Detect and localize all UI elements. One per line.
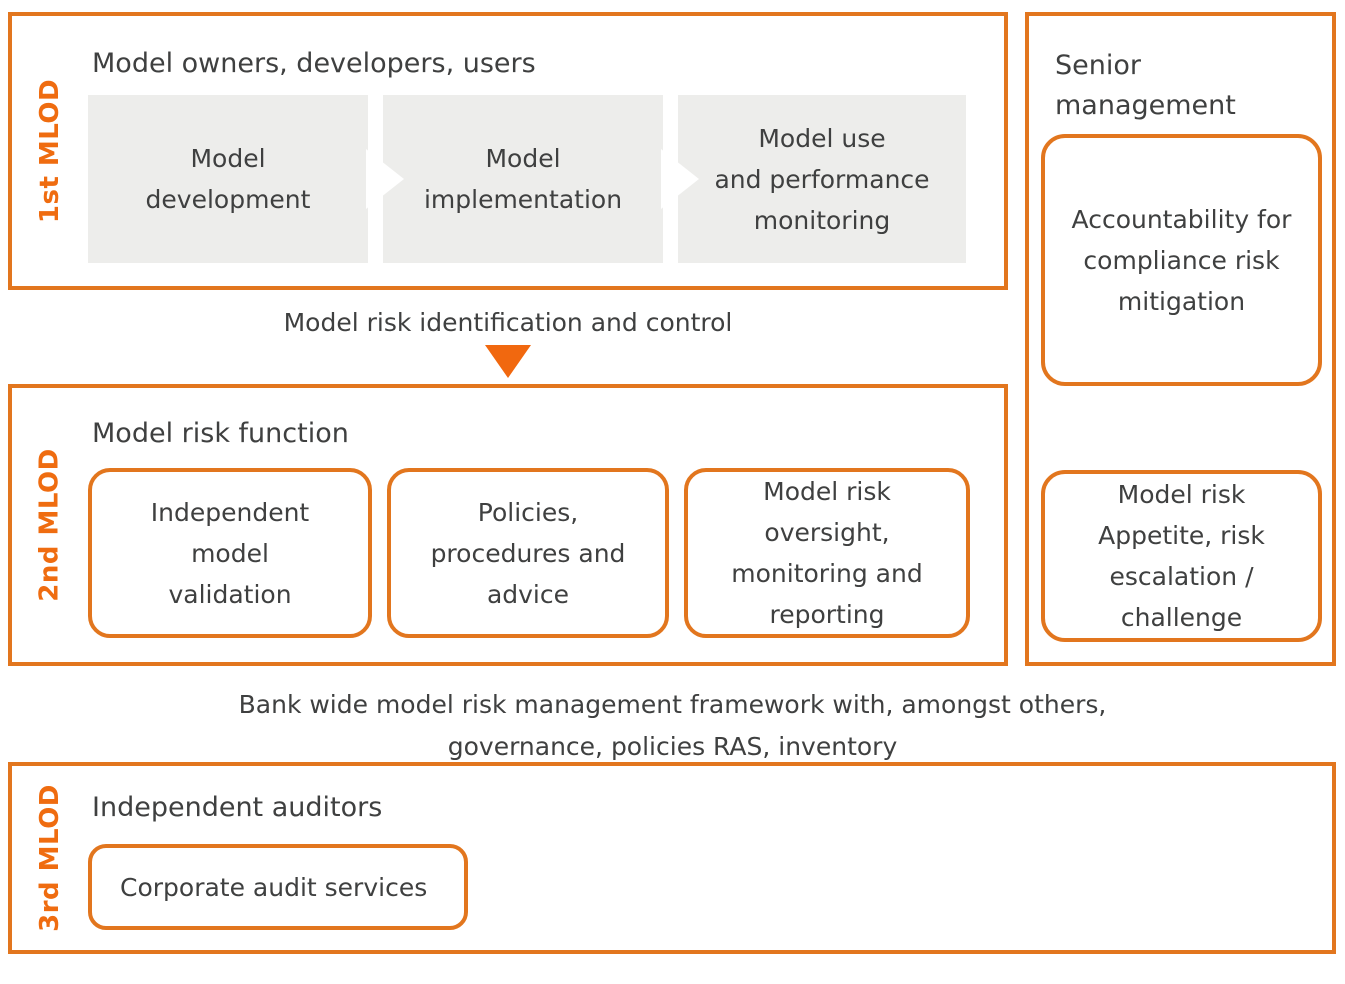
- flow-annotation: Model risk identification and control: [8, 306, 1008, 378]
- senior-management-title: Senior management: [1055, 50, 1236, 121]
- third-mlod-title: Independent auditors: [92, 792, 383, 823]
- down-arrow-icon: [485, 345, 531, 378]
- third-mlod-section: 3rd MLOD Independent auditors Corporate …: [8, 762, 1336, 954]
- card-independent-model-validation: Independent model validation: [88, 468, 372, 638]
- second-mlod-label: 2nd MLOD: [35, 448, 65, 602]
- second-mlod-label-strip: 2nd MLOD: [12, 388, 88, 662]
- right-chevron-icon: [366, 149, 404, 209]
- third-mlod-label-strip: 3rd MLOD: [12, 766, 88, 950]
- card-model-risk-appetite: Model risk Appetite, risk escalation / c…: [1041, 470, 1322, 642]
- step-model-use-monitoring: Model use and performance monitoring: [678, 95, 966, 263]
- step-model-development: Model development: [88, 95, 368, 263]
- senior-management-section: Senior management Accountability for com…: [1025, 12, 1336, 666]
- first-mlod-section: 1st MLOD Model owners, developers, users…: [8, 12, 1008, 290]
- card-accountability-compliance: Accountability for compliance risk mitig…: [1041, 134, 1322, 386]
- step-model-implementation: Model implementation: [383, 95, 663, 263]
- right-chevron-icon: [661, 149, 699, 209]
- framework-annotation: Bank wide model risk management framewor…: [238, 690, 1107, 761]
- first-mlod-label-strip: 1st MLOD: [12, 16, 88, 286]
- first-mlod-label: 1st MLOD: [35, 78, 65, 224]
- second-mlod-section: 2nd MLOD Model risk function Independent…: [8, 384, 1008, 666]
- first-mlod-title: Model owners, developers, users: [92, 48, 536, 79]
- flow-annotation-text: Model risk identification and control: [283, 308, 733, 337]
- card-policies-procedures-advice: Policies, procedures and advice: [387, 468, 669, 638]
- second-mlod-title: Model risk function: [92, 418, 349, 449]
- third-mlod-label: 3rd MLOD: [35, 784, 65, 932]
- card-model-risk-oversight: Model risk oversight, monitoring and rep…: [684, 468, 970, 638]
- card-corporate-audit-services: Corporate audit services: [88, 844, 468, 930]
